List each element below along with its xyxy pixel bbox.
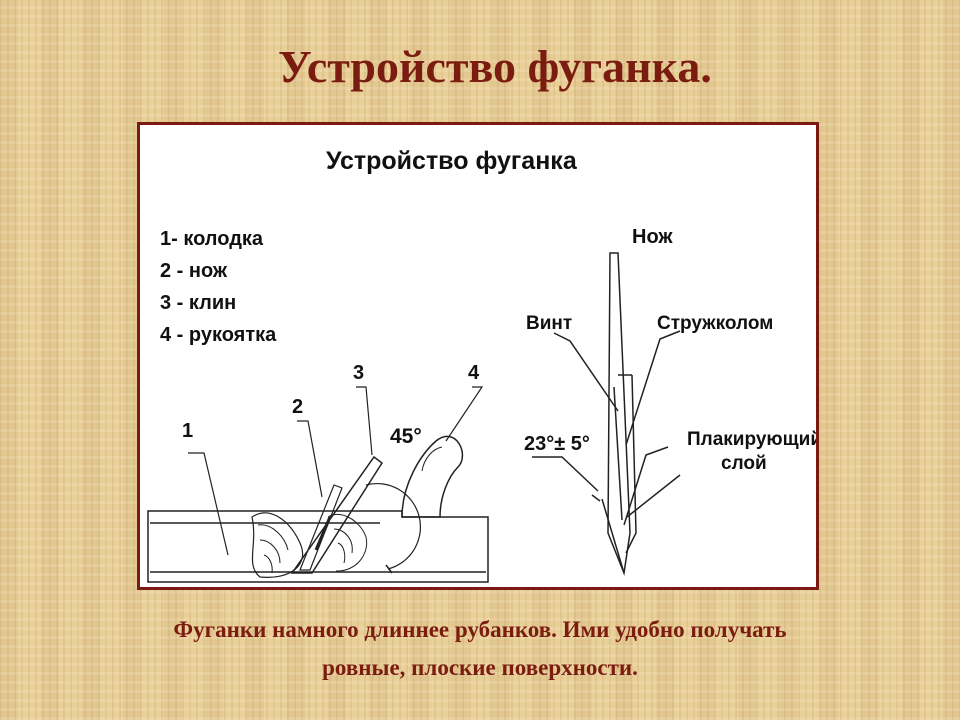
callout-leaders (188, 386, 484, 556)
jointer-diagram: Устройство фуганка 1- колодка 2 - нож 3 … (147, 147, 816, 583)
plane-drawing (147, 435, 489, 583)
caption-line-1: Фуганки намного длиннее рубанков. Ими уд… (173, 617, 787, 642)
callout-4: 4 (468, 362, 480, 384)
slide-caption: Фуганки намного длиннее рубанков. Ими уд… (40, 611, 920, 687)
blade-knife-label: Нож (632, 226, 673, 248)
legend-item-4: 4 - рукоятка (160, 324, 277, 346)
callout-3: 3 (353, 362, 364, 384)
blade-chipbreaker-label: Стружколом (657, 313, 773, 334)
blade-screw-label: Винт (526, 313, 572, 334)
blade-cladding-label-line1: Плакирующий (687, 429, 816, 450)
blade-angle-label: 23°± 5° (524, 433, 590, 455)
callout-1: 1 (182, 420, 193, 442)
angle-45-label: 45° (390, 425, 422, 448)
diagram-frame: Устройство фуганка 1- колодка 2 - нож 3 … (137, 122, 819, 590)
callout-2: 2 (292, 396, 303, 418)
blade-cladding-label-line2: слой (721, 453, 767, 474)
legend-item-3: 3 - клин (160, 292, 236, 314)
legend-item-2: 2 - нож (160, 260, 228, 282)
caption-line-2: ровные, плоские поверхности. (322, 655, 638, 680)
diagram-heading: Устройство фуганка (326, 147, 578, 175)
slide-title: Устройство фуганка. (278, 41, 712, 92)
legend-item-1: 1- колодка (160, 228, 264, 250)
blade-detail-drawing (532, 252, 681, 576)
